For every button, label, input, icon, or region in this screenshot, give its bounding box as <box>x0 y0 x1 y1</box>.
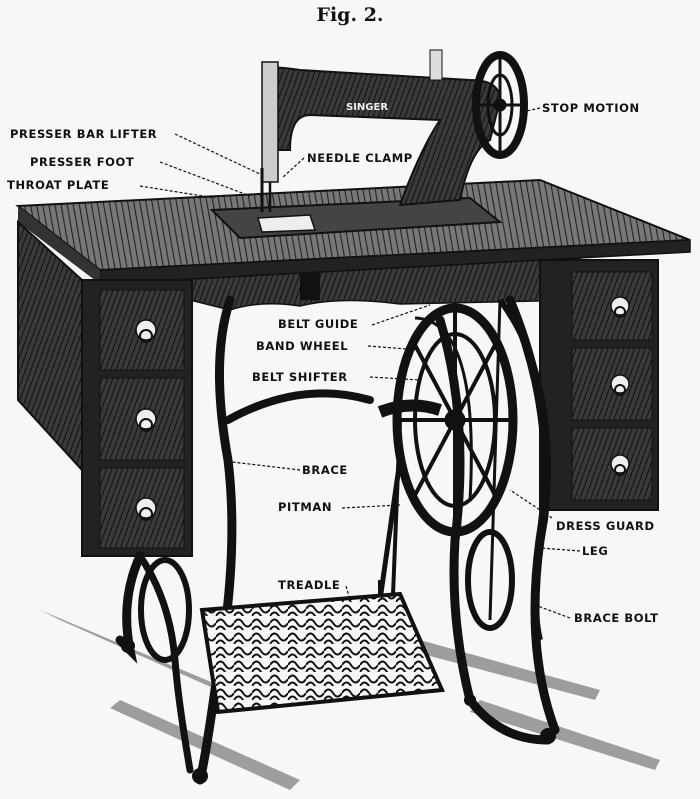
throat-plate <box>257 214 317 233</box>
label-belt-guide: BELT GUIDE <box>276 317 361 331</box>
band-wheel <box>392 303 518 537</box>
label-stop-motion: STOP MOTION <box>540 101 642 115</box>
leader-lines <box>139 107 581 619</box>
label-belt-shifter: BELT SHIFTER <box>250 370 350 384</box>
label-brace: BRACE <box>300 463 350 477</box>
cabinet-skirt <box>99 257 581 311</box>
label-presser-foot: PRESSER FOOT <box>28 155 137 169</box>
machine-head: SINGER <box>260 49 502 212</box>
treadle <box>199 580 445 715</box>
label-brace-bolt: BRACE BOLT <box>572 611 661 625</box>
label-throat-plate: THROAT PLATE <box>5 178 112 192</box>
label-needle-clamp: NEEDLE CLAMP <box>305 151 415 165</box>
left-drawer-stack <box>81 279 193 557</box>
balance-wheel <box>472 51 528 159</box>
machine-brand-text: SINGER <box>346 102 388 113</box>
label-band-wheel: BAND WHEEL <box>254 339 351 353</box>
leg-feet <box>121 639 556 784</box>
label-treadle: TREADLE <box>276 578 343 592</box>
figure-title: Fig. 2. <box>316 4 384 26</box>
right-drawer-stack <box>539 259 659 511</box>
label-pitman: PITMAN <box>276 500 335 514</box>
label-leg: LEG <box>580 544 611 558</box>
label-presser-bar-lifter: PRESSER BAR LIFTER <box>8 127 160 141</box>
label-dress-guard: DRESS GUARD <box>554 519 657 533</box>
pitman-rod <box>377 299 502 621</box>
